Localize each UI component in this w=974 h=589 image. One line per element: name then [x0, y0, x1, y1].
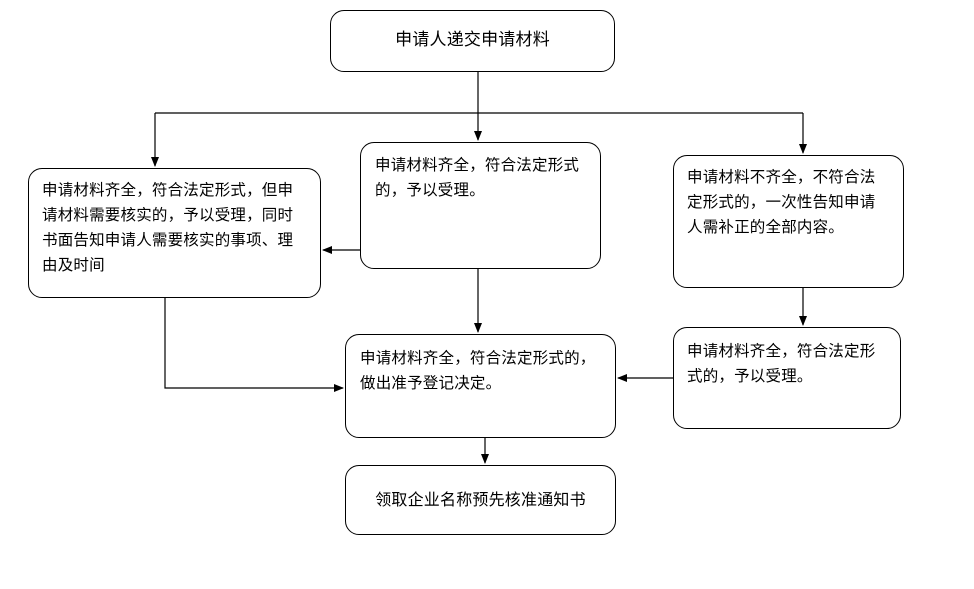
node-incomplete-materials[interactable]: 申请材料不齐全，不符合法定形式的，一次性告知申请人需补正的全部内容。 — [673, 155, 904, 288]
node-submit-application-label: 申请人递交申请材料 — [395, 30, 550, 51]
node-receive-approval-notice-label: 领取企业名称预先核准通知书 — [375, 490, 586, 510]
edge-verify-to-approve — [164, 298, 344, 392]
node-accept-complete[interactable]: 申请材料齐全，符合法定形式的，予以受理。 — [360, 142, 601, 269]
node-accept-with-verification-label: 申请材料齐全，符合法定形式，但申请材料需要核实的，予以受理，同时书面告知申请人需… — [42, 181, 294, 275]
node-accept-after-correction-label: 申请材料齐全，符合法定形式的，予以受理。 — [687, 342, 876, 386]
node-receive-approval-notice[interactable]: 领取企业名称预先核准通知书 — [345, 465, 616, 535]
node-registration-decision[interactable]: 申请材料齐全，符合法定形式的，做出准予登记决定。 — [345, 334, 616, 438]
node-accept-after-correction[interactable]: 申请材料齐全，符合法定形式的，予以受理。 — [673, 327, 901, 429]
node-submit-application[interactable]: 申请人递交申请材料 — [330, 10, 615, 72]
node-accept-with-verification[interactable]: 申请材料齐全，符合法定形式，但申请材料需要核实的，予以受理，同时书面告知申请人需… — [28, 168, 321, 298]
node-registration-decision-label: 申请材料齐全，符合法定形式的，做出准予登记决定。 — [360, 349, 596, 393]
node-accept-complete-label: 申请材料齐全，符合法定形式的，予以受理。 — [375, 156, 580, 200]
node-incomplete-materials-label: 申请材料不齐全，不符合法定形式的，一次性告知申请人需补正的全部内容。 — [687, 168, 876, 237]
